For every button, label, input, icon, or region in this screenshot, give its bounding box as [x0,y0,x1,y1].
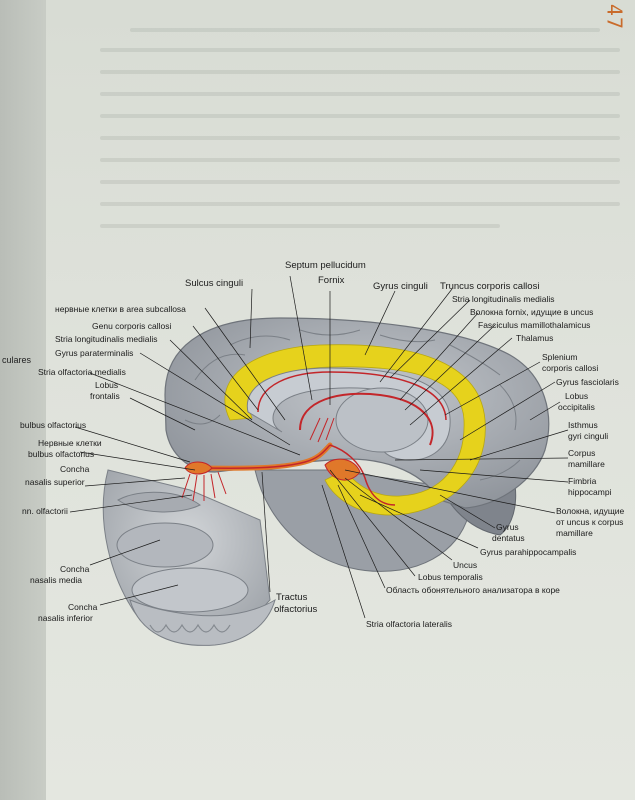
label-isthmus-2: gyri cinguli [568,431,608,441]
label-concha-inferior-2: nasalis inferior [38,613,93,623]
label-stria-longitudinalis-right: Stria longitudinalis medialis [452,294,555,304]
label-gyrus-paraterminalis: Gyrus paraterminalis [55,348,133,358]
label-sulcus-cinguli: Sulcus cinguli [185,278,243,289]
olfactory-bulb [184,461,213,475]
label-fimbria-2: hippocampi [568,487,612,497]
label-stria-longitudinalis-left: Stria longitudinalis medialis [55,334,158,344]
label-fornix: Fornix [318,275,345,286]
septum-fibers [309,417,335,443]
label-stria-olfactoria-lateralis: Stria olfactoria lateralis [366,619,452,629]
label-tractus-2: olfactorius [274,604,318,615]
label-gyrus-cinguli: Gyrus cinguli [373,281,428,292]
label-gyrus-dentatus-2: dentatus [492,533,525,543]
leader-lines [249,275,569,619]
pathway-to-cortex [329,444,396,506]
label-volokna-uncus-3: mamillare [556,528,593,538]
label-uncus: Uncus [453,560,477,570]
leader-lines-left [69,307,301,606]
label-septum-pellucidum: Septum pellucidum [285,260,366,271]
label-nn-olfactorii: nn. olfactorii [22,506,68,516]
label-lobus-frontalis: Lobus [95,380,118,390]
label-fasciculus: Fasciculus mamillothalamicus [478,320,590,330]
label-volokna-uncus: Волокна, идущие [556,506,625,516]
label-corpus-mamillare: Corpus [568,448,595,458]
label-concha-media-2: nasalis media [30,575,82,585]
label-lobus-occipitalis-2: occipitalis [558,402,595,412]
concha-inferior-shape [131,567,249,613]
label-isthmus: Isthmus [568,420,598,430]
faint-background-text [60,0,635,250]
label-concha-superior-2: nasalis superior [25,477,85,487]
label-lobus-occipitalis: Lobus [565,391,588,401]
label-bulbus-olfactorius: bulbus olfactorius [20,420,86,430]
label-corpus-mamillare-2: mamillare [568,459,605,469]
label-nervnye-subcallosa: нервные клетки в area subcallosa [55,304,186,314]
label-oblast: Область обонятельного анализатора в коре [386,585,560,595]
label-concha-superior: Concha [60,464,90,474]
label-concha-inferior: Concha [68,602,98,612]
label-gyrus-dentatus: Gyrus [496,522,519,532]
label-lobus-temporalis: Lobus temporalis [418,572,483,582]
label-truncus: Truncus corporis callosi [440,281,539,292]
margin-word: culares [2,355,32,365]
label-volokna-fornix: Волокна fornix, идущие в uncus [470,307,593,317]
teeth [149,623,231,633]
label-concha-media: Concha [60,564,90,574]
label-lobus-frontalis-2: frontalis [90,391,120,401]
label-gyrus-fasciolaris: Gyrus fasciolaris [556,377,619,387]
concha-superior-shape [117,491,201,513]
label-nervnye-bulbus-2: bulbus olfactorius [28,449,94,459]
thalamus-shape [335,387,429,453]
label-fimbria: Fimbria [568,476,597,486]
label-thalamus: Thalamus [516,333,553,343]
label-genu: Genu corporis callosi [92,321,171,331]
label-tractus: Tractus [276,592,308,603]
fornix-arc [299,392,434,446]
label-splenium-2: corporis callosi [542,363,598,373]
label-nervnye-bulbus: Нервные клетки [38,438,102,448]
label-stria-olfactoria-medialis: Stria olfactoria medialis [38,367,126,377]
label-volokna-uncus-2: от uncus к corpus [556,517,623,527]
label-splenium: Splenium [542,352,577,362]
olfactory-nerves [181,471,227,502]
maxilla [129,598,276,646]
concha-media-shape [116,522,214,568]
label-gyrus-parahippocampalis: Gyrus parahippocampalis [480,547,576,557]
limbic-band [224,344,486,516]
olfactory-tract-inner [194,444,331,469]
book-gutter [0,0,48,800]
